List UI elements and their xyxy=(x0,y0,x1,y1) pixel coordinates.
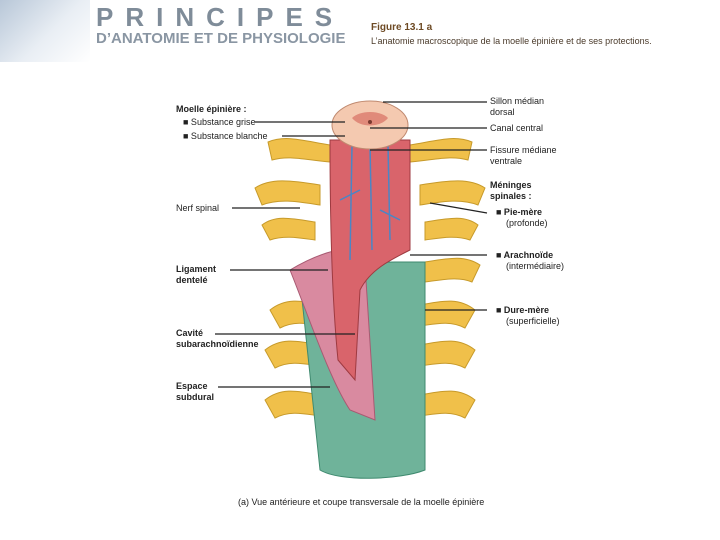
gray-matter xyxy=(352,112,388,126)
blood-vessels xyxy=(339,144,401,261)
label-arachnoide-2: (intermédiaire) xyxy=(506,261,565,271)
brand-subtitle: D’ANATOMIE ET DE PHYSIOLOGIE xyxy=(96,30,346,47)
figure-title: L’anatomie macroscopique de la moelle ép… xyxy=(371,36,652,46)
label-moelle: Moelle épinière : xyxy=(176,104,247,114)
label-fissure-2: ventrale xyxy=(490,156,523,166)
label-arachnoide: ■ Arachnoïde xyxy=(496,250,554,260)
label-canal: Canal central xyxy=(490,123,544,133)
label-substance-blanche: ■ Substance blanche xyxy=(183,131,268,141)
label-espace: Espace xyxy=(176,381,208,391)
label-ligament: Ligament xyxy=(176,264,217,274)
label-dure-mere-2: (superficielle) xyxy=(506,316,560,326)
figure-caption: (a) Vue antérieure et coupe transversale… xyxy=(238,497,485,507)
label-espace-2: subdural xyxy=(176,392,215,402)
label-sillon-2: dorsal xyxy=(490,107,515,117)
central-canal xyxy=(368,120,372,124)
label-ligament-2: dentelé xyxy=(176,275,208,285)
figure-number: Figure 13.1 a xyxy=(371,22,433,33)
label-substance-grise: ■ Substance grise xyxy=(183,117,256,127)
label-meninges: Méninges xyxy=(490,180,532,190)
label-pie-mere-2: (profonde) xyxy=(506,218,548,228)
spinal-cord xyxy=(329,139,411,382)
label-dure-mere: ■ Dure-mère xyxy=(496,305,549,315)
book-cover-logo xyxy=(0,0,90,62)
leader-lines xyxy=(215,101,488,388)
brand-title: PRINCIPES xyxy=(96,2,345,32)
label-meninges-2: spinales : xyxy=(490,191,532,201)
label-pie-mere: ■ Pie-mère xyxy=(496,207,542,217)
label-fissure: Fissure médiane xyxy=(490,145,557,155)
label-sillon: Sillon médian xyxy=(490,96,545,106)
label-cavite: Cavité xyxy=(176,328,204,338)
label-cavite-2: subarachnoïdienne xyxy=(176,339,259,349)
label-nerf-spinal: Nerf spinal xyxy=(176,203,220,213)
